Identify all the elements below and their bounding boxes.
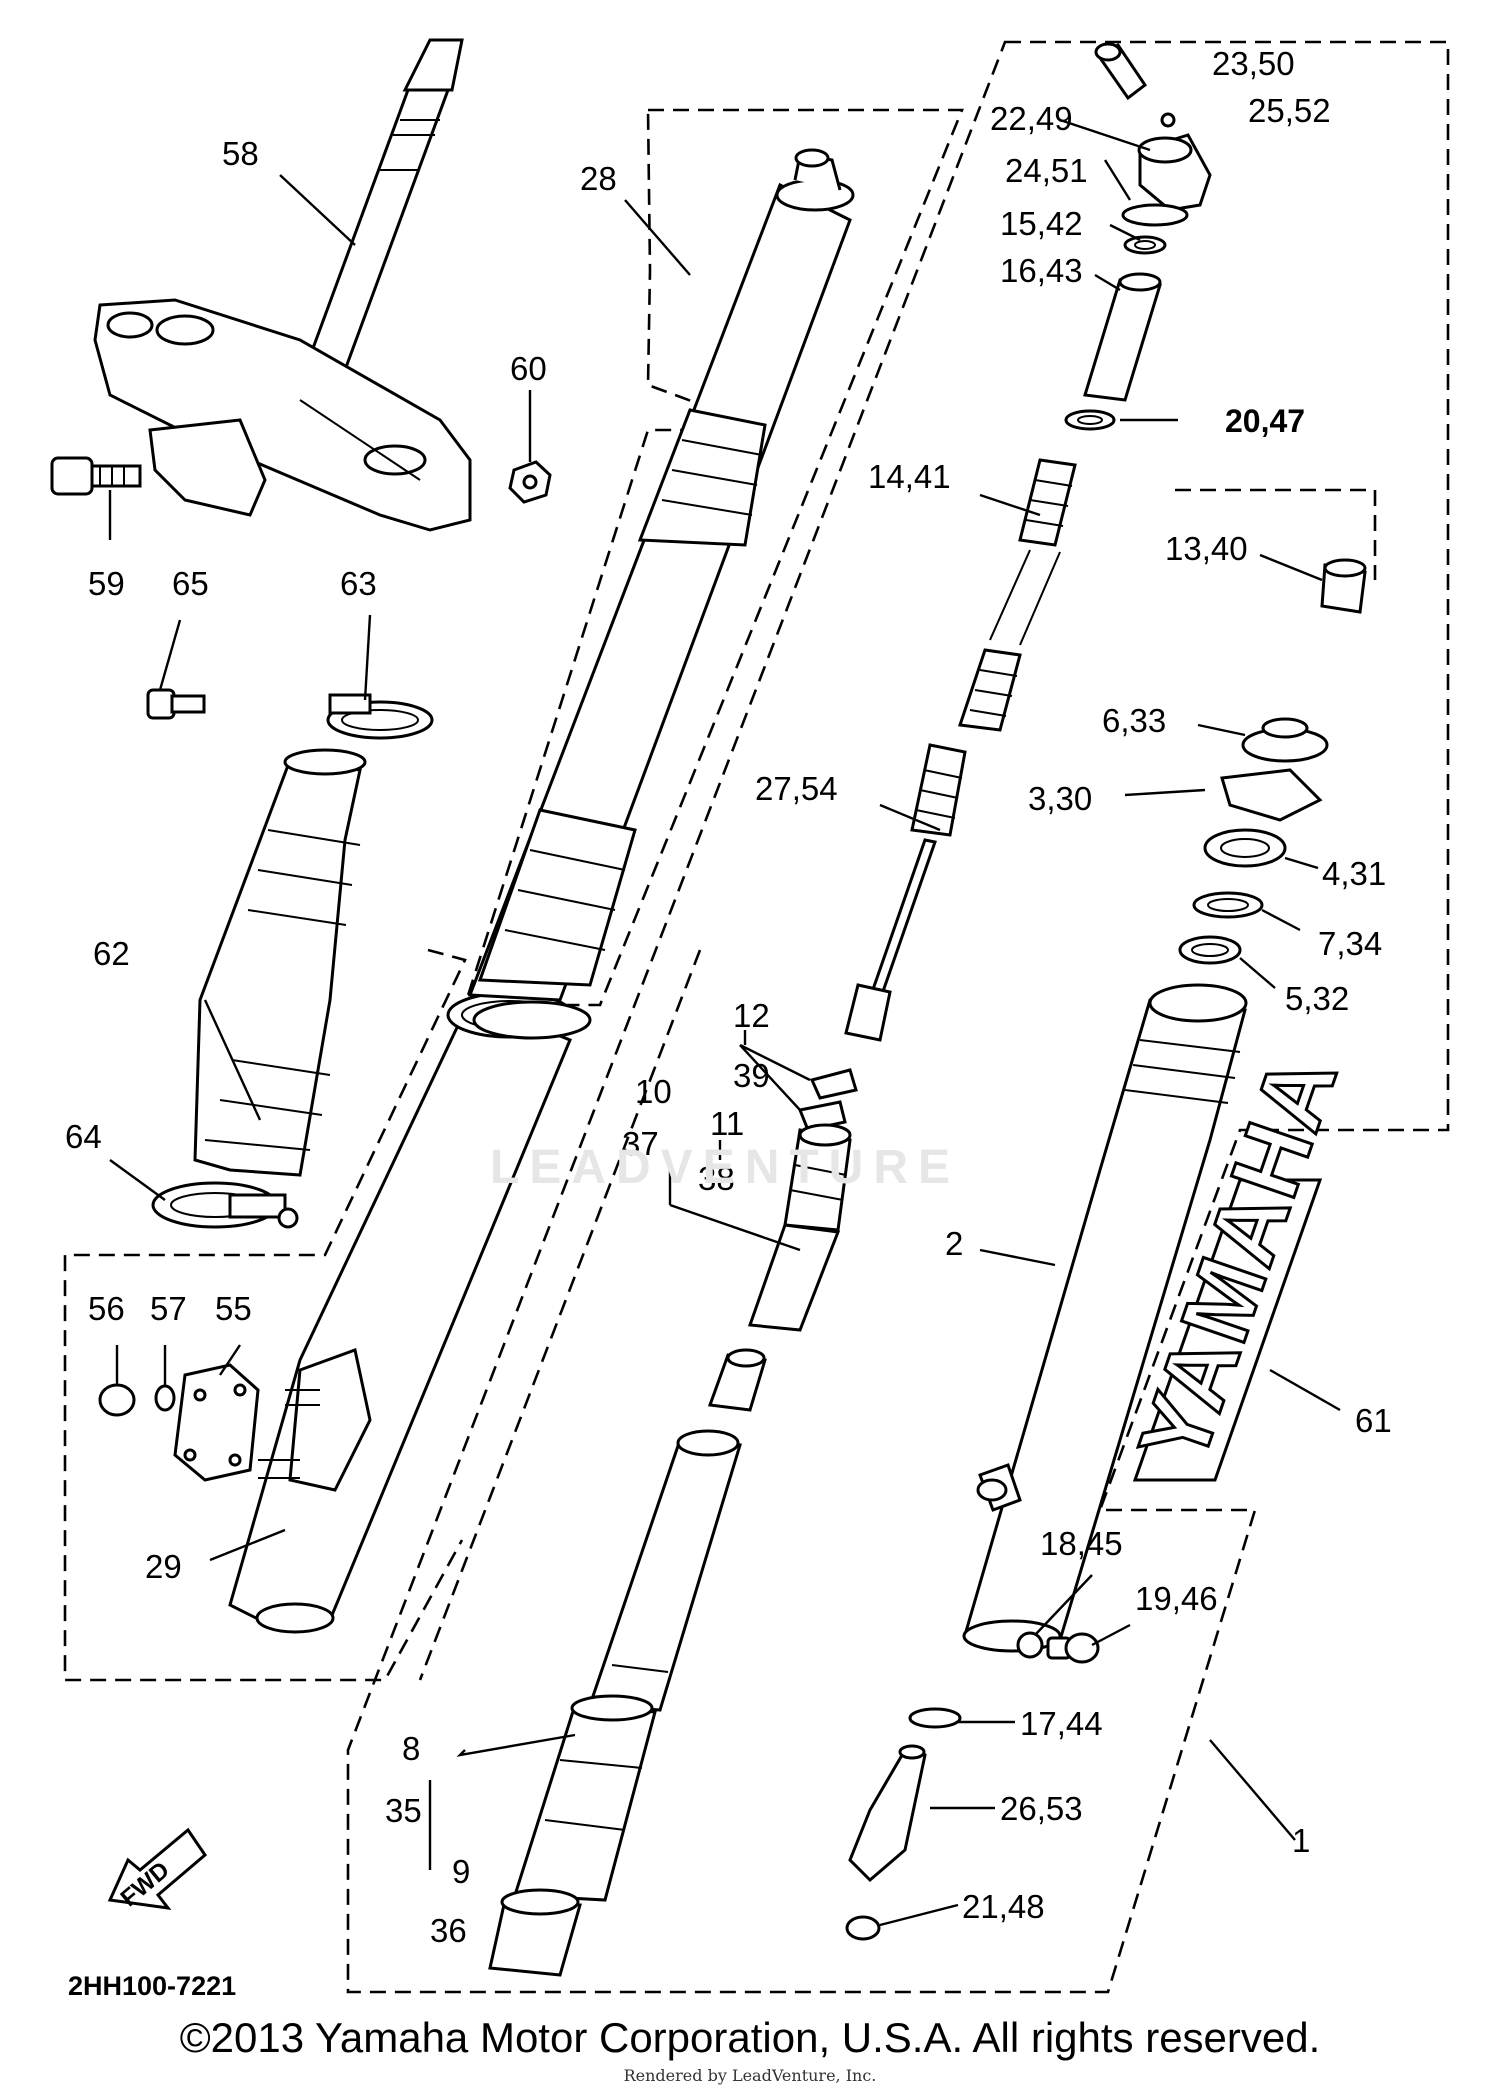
- cap-nut-56: [98, 1383, 136, 1417]
- copyright-notice: ©2013 Yamaha Motor Corporation, U.S.A. A…: [179, 2014, 1321, 2061]
- callout-18-45: 18,45: [1040, 1525, 1123, 1562]
- o-ring-24-51: [1121, 203, 1189, 227]
- group-outline-left-tube: [63, 948, 467, 1682]
- callout-11: 11: [710, 1105, 744, 1142]
- group-outline-right: [346, 40, 1450, 1994]
- callout-28: 28: [580, 160, 617, 197]
- callout-35: 35: [385, 1792, 422, 1829]
- piston-metal: [707, 1348, 767, 1412]
- callout-20-47: 20,47: [1225, 403, 1305, 439]
- callout-63: 63: [340, 565, 377, 602]
- callout-58: 58: [222, 135, 259, 172]
- washer-18-45: [1016, 1631, 1044, 1659]
- outer-tube-2: [962, 983, 1248, 1653]
- o-ring-25-52: [1160, 112, 1176, 128]
- retaining-clip-3-30: [1220, 768, 1323, 822]
- collar-16-43: [1083, 272, 1162, 402]
- callout-4-31: 4,31: [1322, 855, 1386, 892]
- callout-24-51: 24,51: [1005, 152, 1088, 189]
- callout-23-50: 23,50: [1212, 45, 1295, 82]
- nut-60: [508, 460, 552, 504]
- callout-29: 29: [145, 1548, 182, 1585]
- callout-38: 38: [698, 1160, 735, 1197]
- callout-5-32: 5,32: [1285, 980, 1349, 1017]
- bolt-65: [146, 688, 206, 720]
- callout-12: 12: [733, 997, 770, 1034]
- dust-seal-6-33: [1241, 717, 1329, 763]
- callout-21-48: 21,48: [962, 1888, 1045, 1925]
- rendered-by-note: Rendered by LeadVenture, Inc.: [623, 2066, 877, 2085]
- upper-fork-tube-28: [467, 148, 855, 1040]
- steering-stem: [302, 38, 464, 372]
- washer-20-47: [1064, 409, 1116, 431]
- callout-56: 56: [88, 1290, 125, 1327]
- callout-13-40: 13,40: [1165, 530, 1248, 567]
- slide-metal-8-35: [512, 1694, 657, 1902]
- group-outline-rod: [418, 949, 702, 1681]
- axle-holder-55: [173, 1363, 260, 1482]
- callout-60: 60: [510, 350, 547, 387]
- boot-band-63: [326, 693, 434, 740]
- callout-labels: 58 28 60 59 65 63 62 64 56 57 55 29 8 35…: [65, 45, 1392, 1949]
- oil-seal-4-31: [1203, 828, 1287, 868]
- callout-26-53: 26,53: [1000, 1790, 1083, 1827]
- callout-1: 1: [1292, 1822, 1310, 1859]
- callout-9: 9: [452, 1853, 470, 1890]
- callout-25-52: 25,52: [1248, 92, 1331, 129]
- washer-7-34: [1192, 891, 1264, 919]
- adjuster-26-53: [848, 1744, 927, 1883]
- cylinder-comp-13-40: [1320, 558, 1367, 614]
- damper-rod-27-54: [844, 743, 967, 1042]
- group-outline-inner: [1175, 488, 1377, 580]
- spacer-15-42: [1123, 235, 1167, 255]
- callout-19-46: 19,46: [1135, 1580, 1218, 1617]
- boot-band-64: [151, 1181, 299, 1229]
- bushing-5-32: [1178, 935, 1242, 965]
- forward-arrow-icon: FWD: [107, 1827, 207, 1912]
- callout-15-42: 15,42: [1000, 205, 1083, 242]
- callout-22-49: 22,49: [990, 100, 1073, 137]
- callout-3-30: 3,30: [1028, 780, 1092, 817]
- cap-21-48: [845, 1915, 881, 1941]
- callout-2: 2: [945, 1225, 963, 1262]
- callout-59: 59: [88, 565, 125, 602]
- inner-tube: [587, 1429, 742, 1712]
- leader-lines: [108, 118, 1341, 1927]
- watermark: LEADVENTURE: [490, 1141, 961, 1194]
- callout-10: 10: [635, 1073, 672, 1110]
- callout-36: 36: [430, 1912, 467, 1949]
- circlip-12-39: [797, 1068, 858, 1132]
- piston-ring-11-38: [747, 1123, 852, 1332]
- circlip-17-44: [908, 1707, 962, 1729]
- callout-14-41: 14,41: [868, 458, 951, 495]
- under-bracket: [93, 298, 472, 532]
- callout-65: 65: [172, 565, 209, 602]
- bolt-19-46: [1046, 1632, 1100, 1664]
- callout-55: 55: [215, 1290, 252, 1327]
- fork-boot-62: [193, 748, 367, 1177]
- callout-62: 62: [93, 935, 130, 972]
- slide-metal-9-36: [488, 1888, 582, 1977]
- bolt-59: [50, 456, 142, 496]
- washer-57: [154, 1384, 176, 1412]
- air-valve-23-50: [1094, 42, 1148, 101]
- cap-bolt-22-49: [1137, 133, 1212, 212]
- callout-6-33: 6,33: [1102, 702, 1166, 739]
- callout-16-43: 16,43: [1000, 252, 1083, 289]
- outer-tube-29: [228, 991, 574, 1634]
- diagram-code: 2HH100-7221: [68, 1971, 236, 2001]
- fork-spring-14-41: [957, 458, 1077, 732]
- callout-37: 37: [622, 1125, 659, 1162]
- callout-39: 39: [733, 1057, 770, 1094]
- group-outline-upper-tube: [463, 108, 964, 1007]
- callout-57: 57: [150, 1290, 187, 1327]
- callout-61: 61: [1355, 1402, 1392, 1439]
- callout-7-34: 7,34: [1318, 925, 1382, 962]
- callout-27-54: 27,54: [755, 770, 838, 807]
- callout-64: 64: [65, 1118, 102, 1155]
- callout-17-44: 17,44: [1020, 1705, 1103, 1742]
- callout-8: 8: [402, 1730, 420, 1767]
